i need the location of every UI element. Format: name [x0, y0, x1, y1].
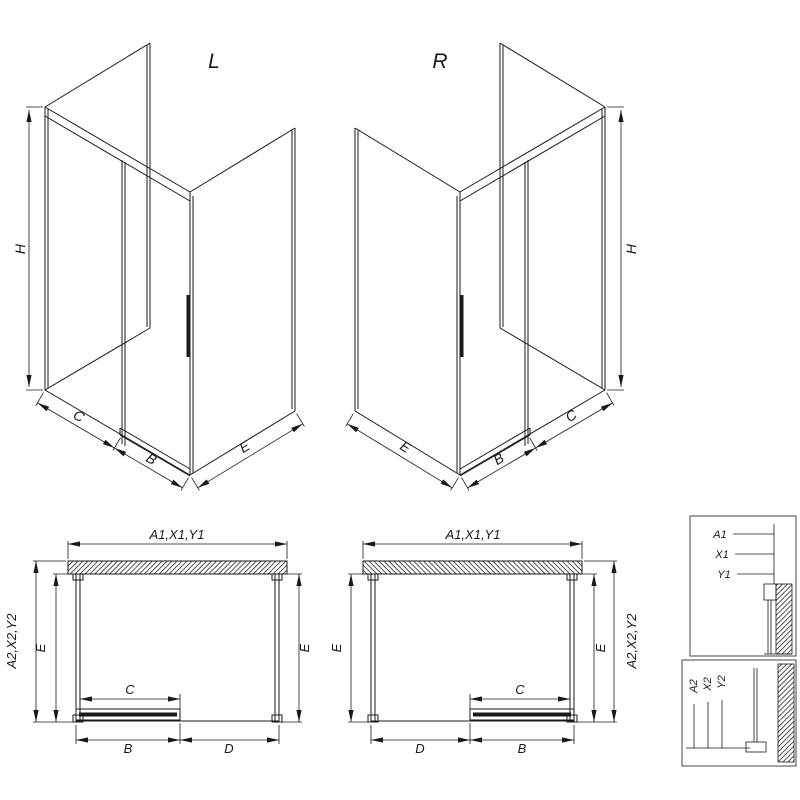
- detail-label-a1: A1: [712, 529, 726, 541]
- dim-label-d-left-plan: D: [224, 741, 233, 756]
- dim-label-height-left-iso: H: [12, 243, 28, 254]
- dim-label-b-left-iso: B: [143, 449, 159, 468]
- dim-label-a2-right-plan: A2,X2,Y2: [624, 613, 639, 670]
- dim-label-c-left-iso: C: [71, 406, 89, 425]
- dim-label-e-inner-left-plan: E: [33, 643, 48, 652]
- dim-label-b-left-plan: B: [124, 741, 133, 756]
- plan-right-drawing: [348, 541, 617, 744]
- dim-label-e-right-left-plan: E: [297, 643, 312, 652]
- dim-label-a1-left-plan: A1,X1,Y1: [149, 527, 205, 542]
- dim-label-a1-right-plan: A1,X1,Y1: [445, 527, 501, 542]
- dim-label-c-left-plan: C: [125, 682, 135, 697]
- dim-label-b-right-plan: B: [518, 741, 527, 756]
- variant-label-left: L: [208, 50, 220, 73]
- dim-label-height-right-iso: H: [623, 243, 639, 254]
- detail-label-y1: Y1: [717, 569, 730, 581]
- dim-label-e-left-iso: E: [236, 437, 253, 456]
- detail-label-x1: X1: [714, 549, 728, 561]
- detail-top-profile: [689, 515, 797, 657]
- dim-label-c-right-iso: C: [563, 406, 581, 425]
- dim-label-c-right-plan: C: [515, 682, 525, 697]
- dim-label-d-right-plan: D: [415, 741, 424, 756]
- plan-left-drawing: [33, 541, 302, 744]
- dim-label-a2-left-plan: A2,X2,Y2: [4, 613, 19, 670]
- detail-label-x2: X2: [702, 677, 714, 691]
- variant-label-right: R: [432, 50, 447, 73]
- dim-label-e-right-iso: E: [397, 437, 414, 456]
- iso-left-drawing: [26, 43, 304, 490]
- dim-label-e-left-right-plan: E: [329, 643, 344, 652]
- detail-label-y2: Y2: [716, 675, 728, 688]
- detail-bottom-profile: [681, 659, 797, 767]
- dim-label-e-inner-right-plan: E: [593, 643, 608, 652]
- dim-label-b-right-iso: B: [490, 449, 506, 468]
- detail-label-a2: A2: [688, 679, 700, 693]
- iso-right-drawing: [346, 43, 624, 490]
